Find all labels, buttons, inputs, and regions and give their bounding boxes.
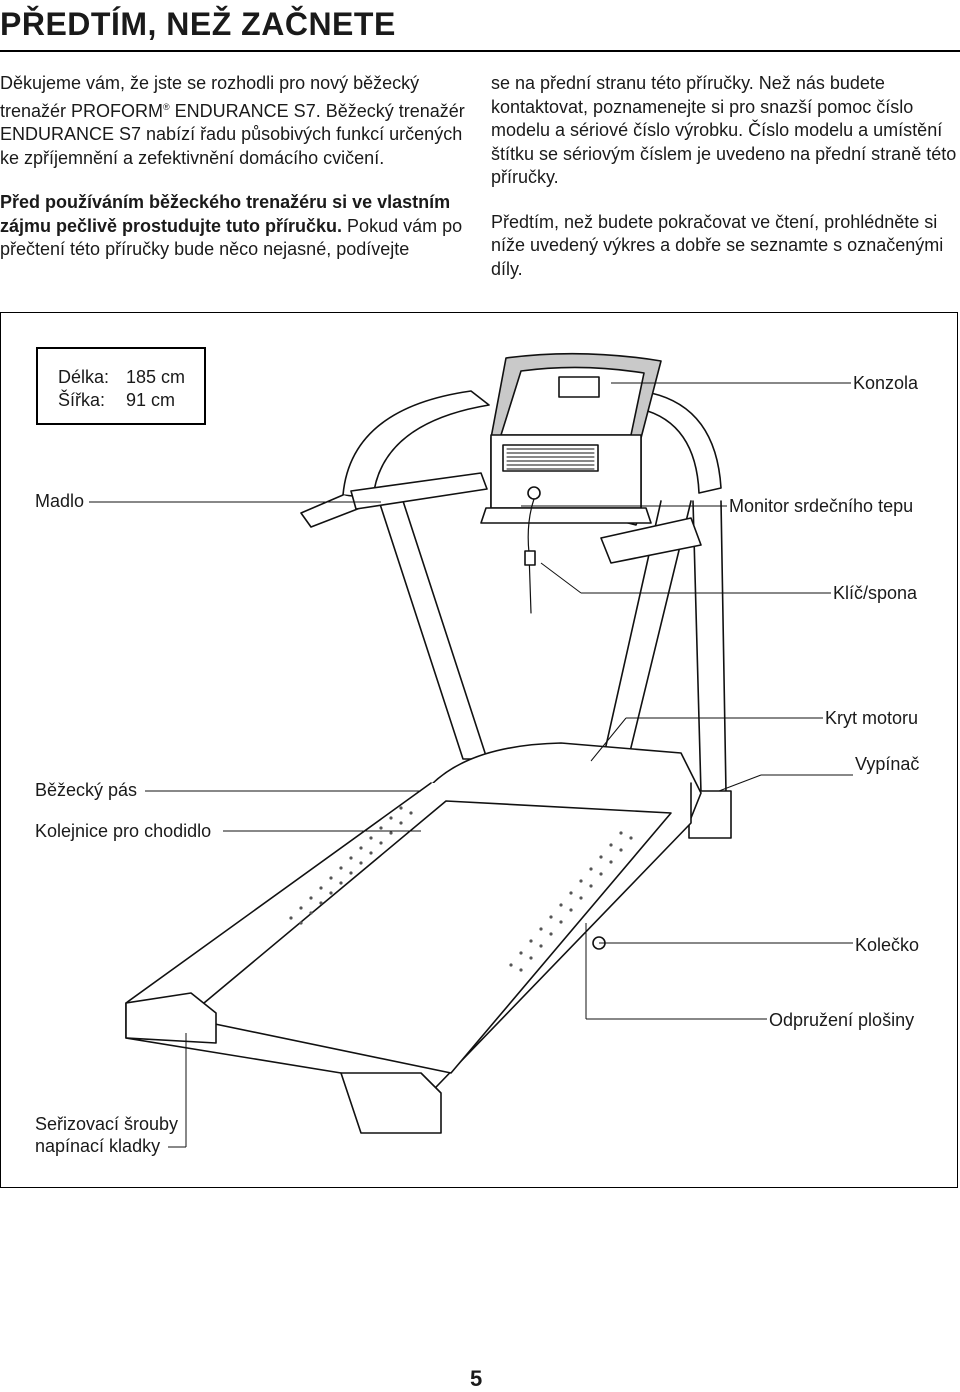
length-row: Délka: 185 cm: [58, 366, 204, 389]
intro-left-column: Děkujeme vám, že jste se rozhodli pro no…: [0, 72, 465, 283]
intro-paragraph-1: Děkujeme vám, že jste se rozhodli pro no…: [0, 72, 465, 170]
label-deck-cushion: Odpružení plošiny: [769, 1009, 915, 1031]
page-title: PŘEDTÍM, NEŽ ZAČNETE: [0, 6, 396, 42]
intro-warning-bold: Před používáním běžeckého trenažéru si v…: [0, 192, 451, 236]
intro-paragraph-2: Před používáním běžeckého trenažéru si v…: [0, 191, 465, 262]
label-console: Konzola: [853, 372, 919, 394]
label-idler-bolts-line2: napínací kladky: [35, 1135, 161, 1157]
dimensions-box: Délka: 185 cm Šířka: 91 cm: [36, 347, 206, 425]
label-motor-hood: Kryt motoru: [825, 707, 919, 729]
label-foot-rail: Kolejnice pro chodidlo: [35, 820, 212, 842]
page-number: 5: [470, 1366, 483, 1391]
intro-paragraph-3: se na přední stranu této příručky. Než n…: [491, 73, 957, 187]
label-handrail: Madlo: [35, 490, 85, 512]
intro-paragraph-4: Předtím, než budete pokračovat ve čtení,…: [491, 211, 944, 279]
length-value: 185 cm: [126, 367, 186, 387]
length-label: Délka:: [58, 367, 110, 387]
label-heart-monitor: Monitor srdečního tepu: [729, 495, 914, 517]
label-wheel: Kolečko: [855, 934, 920, 956]
width-value: 91 cm: [126, 390, 176, 410]
treadmill-drawing: [125, 352, 732, 1134]
label-idler-bolts-line1: Seřizovací šrouby: [35, 1113, 179, 1135]
title-rule: [0, 50, 960, 52]
width-label: Šířka:: [58, 390, 106, 410]
label-key-clip: Klíč/spona: [833, 582, 918, 604]
treadmill-diagram: Délka: 185 cm Šířka: 91 cm Konzola Madlo M…: [0, 312, 958, 1188]
callout-lines: [89, 382, 853, 1148]
label-walking-belt: Běžecký pás: [35, 779, 138, 801]
intro-right-column: se na přední stranu této příručky. Než n…: [491, 72, 960, 302]
intro-text-2: Pokud vám po přečtení této příručky bude…: [0, 215, 463, 260]
label-power-switch: Vypínač: [855, 753, 920, 775]
intro-text-1a: Děkujeme vám, že jste se rozhodli pro no…: [0, 73, 420, 121]
intro-text-1b: ENDURANCE S7. Běžecký trenažér ENDURANCE…: [0, 100, 465, 168]
width-row: Šířka: 91 cm: [58, 389, 204, 412]
registered-mark: ®: [163, 101, 170, 112]
